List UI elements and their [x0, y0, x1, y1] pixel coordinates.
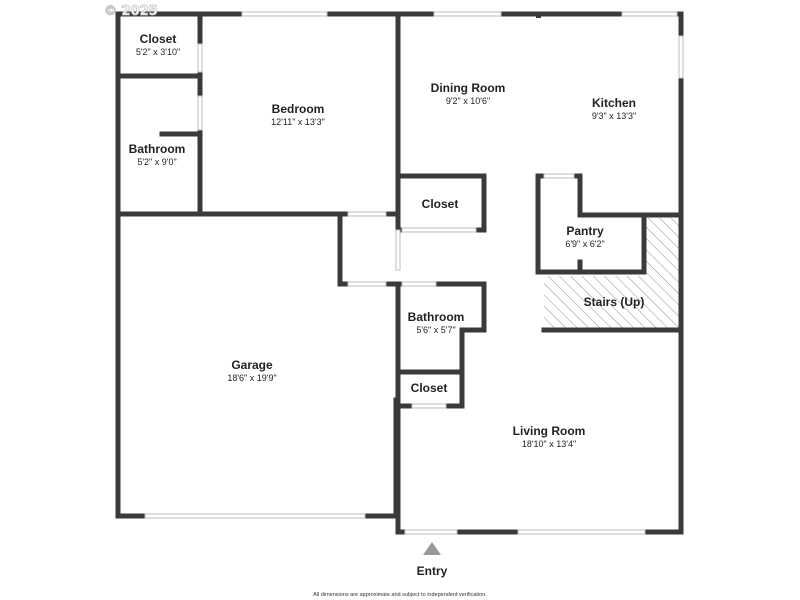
closet-top-name: Closet [140, 32, 177, 46]
pantry-name: Pantry [566, 224, 604, 238]
copyright-watermark: © 2025 [104, 4, 158, 19]
garage-dim: 18'6" x 19'9" [227, 373, 276, 383]
bathroom-left-name: Bathroom [129, 142, 186, 156]
openings [144, 11, 684, 535]
bedroom-name: Bedroom [272, 102, 325, 116]
stairs-name: Stairs (Up) [584, 295, 645, 309]
bathroom-mid-dim: 5'6" x 5'7" [416, 325, 455, 335]
pantry-dim: 6'9" x 6'2" [565, 239, 604, 249]
bathroom-left-dim: 5'2" x 9'0" [137, 157, 176, 167]
dining-room-dim: 9'2" x 10'6" [446, 96, 490, 106]
kitchen-notch [536, 12, 541, 18]
entry-label: Entry [417, 564, 448, 578]
closet-top-dim: 5'2" x 3'10" [136, 47, 180, 57]
bathroom-mid-name: Bathroom [408, 310, 465, 324]
walls [115, 11, 684, 535]
bedroom-dim: 12'11" x 13'3" [271, 117, 325, 127]
living-room-name: Living Room [513, 424, 586, 438]
kitchen-name: Kitchen [592, 96, 636, 110]
disclaimer-footnote: All dimensions are approximate and subje… [313, 592, 487, 598]
garage-name: Garage [231, 358, 273, 372]
entry-arrow-icon [423, 542, 441, 555]
closet-mid-name: Closet [422, 197, 459, 211]
dining-room-name: Dining Room [431, 81, 506, 95]
kitchen-dim: 9'3" x 13'3" [592, 111, 636, 121]
living-room-dim: 18'10" x 13'4" [522, 439, 576, 449]
closet-low-name: Closet [411, 381, 448, 395]
